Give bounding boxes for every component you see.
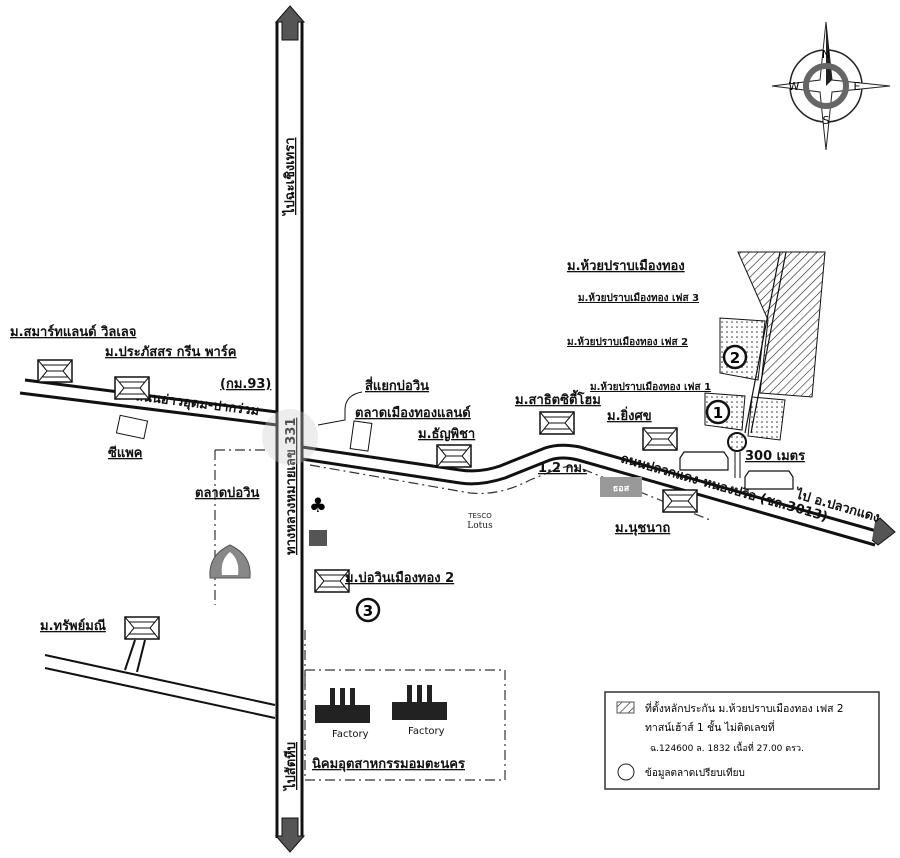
svg-text:2: 2 xyxy=(730,349,740,367)
market-building-icon xyxy=(349,420,373,452)
legend-circle-swatch xyxy=(617,763,635,781)
svg-text:N: N xyxy=(822,48,830,61)
thanpicha-house-icon xyxy=(436,444,472,468)
intersection-area xyxy=(262,409,318,465)
distance-1-2km: 1.2 กม. xyxy=(538,461,587,476)
legend-hatch-swatch xyxy=(616,701,635,714)
east-road: ถนนปลวกแดง-หนองปรือ (ชล.3013) ไป อ.ปลวกแ… xyxy=(214,443,896,690)
submanee-label: ม.ทรัพย์มณี xyxy=(40,618,106,634)
svg-text:TESCO: TESCO xyxy=(467,512,492,520)
prapassorn-house-icon xyxy=(114,376,150,400)
thanpicha-label: ม.ธัญพิชา xyxy=(418,427,475,442)
phase2-label: ม.ห้วยปราบเมืองทอง เฟส 2 xyxy=(567,336,688,348)
bowin-market-label: ตลาดบ่อวิน xyxy=(195,486,260,501)
north-arrow-icon xyxy=(274,5,306,41)
intersection-pointer xyxy=(317,391,363,426)
legend-comparable: ข้อมูลตลาดเปรียบเทียบ xyxy=(645,767,745,779)
industrial-estate: Factory Factory นิคมอุตสาหกรรมอมตะนคร xyxy=(304,669,506,781)
factory-icon xyxy=(315,688,370,723)
highway-331: ไปฉะเชิงเทรา ทางหลวงหมายเลข 331 ไปสัตหีบ xyxy=(274,5,306,853)
muangthong-market-label: ตลาดเมืองทองแลนด์ xyxy=(355,405,471,421)
tesco-lotus-logo: TESCO Lotus xyxy=(467,512,493,531)
km93-label: (กม.93) xyxy=(220,377,271,392)
svg-text:E: E xyxy=(854,80,861,93)
highway-331-label: ทางหลวงหมายเลข 331 xyxy=(284,418,299,555)
svg-text:W: W xyxy=(789,80,800,93)
smartland-label: ม.สมาร์ทแลนด์ วิลเลจ xyxy=(10,324,136,340)
factory-icon xyxy=(392,685,447,720)
submanee-road xyxy=(44,639,276,719)
factory-2-label: Factory xyxy=(408,726,445,737)
to-sattahip-label: ไปสัตหีบ xyxy=(282,742,299,792)
legend-collateral-line2: ทาสน์เฮ้าส์ 1 ชั้น ไม่ติดเลขที่ xyxy=(645,720,775,734)
huaiprap-development: ม.ห้วยปราบเมืองทอง ม.ห้วยปราบเมืองทอง เฟ… xyxy=(567,251,826,478)
submanee-house-icon xyxy=(124,616,160,640)
phase3-label: ม.ห้วยปราบเมืองทอง เฟส 3 xyxy=(578,292,699,304)
svg-text:Lotus: Lotus xyxy=(467,521,493,531)
marker-1: 1 xyxy=(705,399,731,425)
svg-text:S: S xyxy=(823,114,830,127)
sathit-label: ม.สาธิตซิตี้โฮม xyxy=(515,389,601,408)
huaiprap-label: ม.ห้วยปราบเมืองทอง xyxy=(567,258,685,274)
legend-collateral-line1: ที่ตั้งหลักประกัน ม.ห้วยปราบเมืองทอง เฟส… xyxy=(645,701,844,715)
temple-icon xyxy=(209,544,251,579)
intersection-label: สี่แยกบ่อวิน xyxy=(365,376,429,394)
legend: ที่ตั้งหลักประกัน ม.ห้วยปราบเมืองทอง เฟส… xyxy=(604,691,880,790)
smartland-house-icon xyxy=(37,359,73,383)
marker-2: 2 xyxy=(722,344,748,370)
east-arrow-icon xyxy=(871,517,896,546)
legend-collateral-line3: ฉ.124600 ล. 1832 เนื้อที่ 27.00 ตรว. xyxy=(650,741,804,754)
ghb-logo: ธอส xyxy=(600,477,642,497)
compass-rose-icon: N E S W xyxy=(771,21,891,151)
bowin2-label: ม.บ่อวินเมืองทอง 2 xyxy=(345,570,454,586)
cpac-building-icon xyxy=(115,414,149,440)
svg-text:1: 1 xyxy=(713,404,723,422)
svg-text:3: 3 xyxy=(363,602,373,620)
nutchanat-label: ม.นุชนาถ xyxy=(615,521,670,536)
south-arrow-icon xyxy=(274,817,306,853)
yingsak-house-icon xyxy=(642,427,678,451)
industrial-estate-label: นิคมอุตสาหกรรมอมตะนคร xyxy=(312,757,465,772)
svg-text:ธอส: ธอส xyxy=(613,484,630,494)
svg-text:♣: ♣ xyxy=(309,493,327,517)
distance-300m: 300 เมตร xyxy=(745,449,805,464)
prapassorn-label: ม.ประภัสสร กรีน พาร์ค xyxy=(105,344,237,360)
cpac-label: ซีแพค xyxy=(108,445,142,461)
factory-1-label: Factory xyxy=(332,729,369,740)
marker-3: 3 xyxy=(355,597,381,623)
tree-icon: ♣ xyxy=(309,493,327,546)
to-chachoengsao-label: ไปฉะเชิงเทรา xyxy=(281,137,298,217)
nutchanat-house-icon xyxy=(662,489,698,513)
sathit-house-icon xyxy=(539,411,575,435)
row-houses-icon xyxy=(679,451,794,490)
phase1-label: ม.ห้วยปราบเมืองทอง เฟส 1 xyxy=(590,381,711,393)
bowin2-house-icon xyxy=(314,569,350,593)
yingsak-label: ม.ยิ่งศข xyxy=(607,406,652,424)
